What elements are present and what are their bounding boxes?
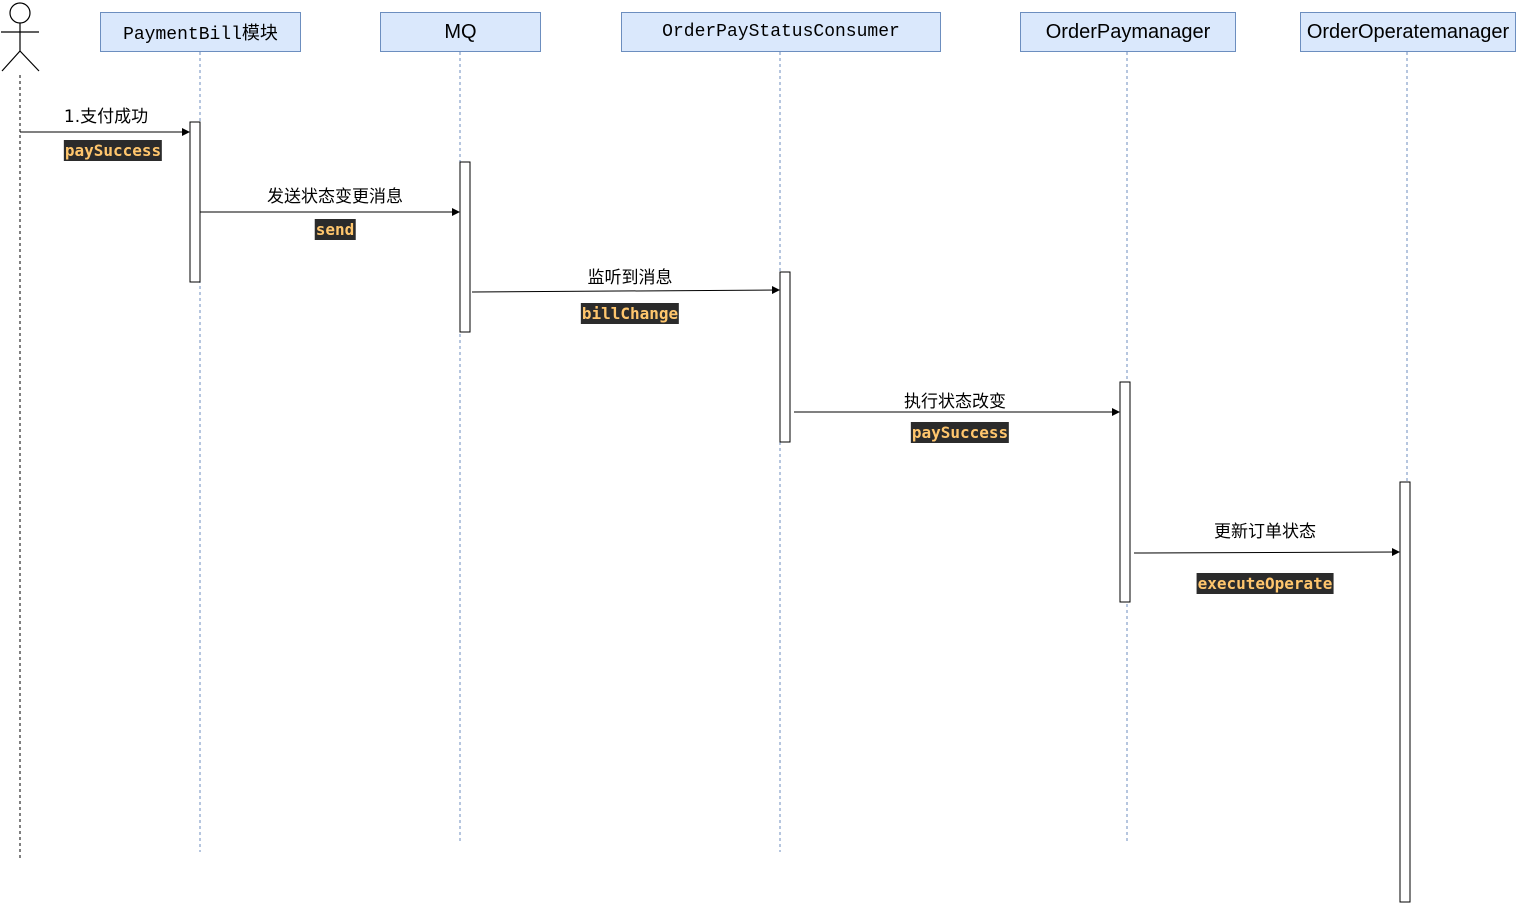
message-method-4: paySuccess: [910, 422, 1010, 443]
activation-mq: [459, 161, 471, 333]
message-arrow-5: [1133, 548, 1400, 557]
participant-mq: MQ: [380, 12, 541, 52]
message-label-4: 执行状态改变: [904, 392, 1006, 412]
message-method-3: billChange: [580, 303, 680, 324]
participant-paymanager: OrderPaymanager: [1020, 12, 1236, 52]
participant-consumer: OrderPayStatusConsumer: [621, 12, 941, 52]
activation-paymanager: [1119, 381, 1131, 603]
activation-operatemanager: [1399, 481, 1411, 903]
message-label-3: 监听到消息: [587, 268, 673, 288]
participant-operatemanager: OrderOperatemanager: [1300, 12, 1516, 52]
message-method-5: executeOperate: [1196, 573, 1334, 594]
message-arrow-3: [471, 286, 780, 295]
message-label-5: 更新订单状态: [1214, 522, 1316, 542]
message-method-1: paySuccess: [63, 140, 163, 161]
message-method-2: send: [314, 219, 356, 240]
message-label-1: 1.支付成功: [63, 107, 149, 127]
activation-consumer: [779, 271, 791, 443]
message-label-2: 发送状态变更消息: [267, 187, 403, 207]
participant-paymentbill: PaymentBill模块: [100, 12, 301, 52]
activation-paymentbill: [189, 121, 201, 283]
actor-icon: [1, 2, 40, 72]
